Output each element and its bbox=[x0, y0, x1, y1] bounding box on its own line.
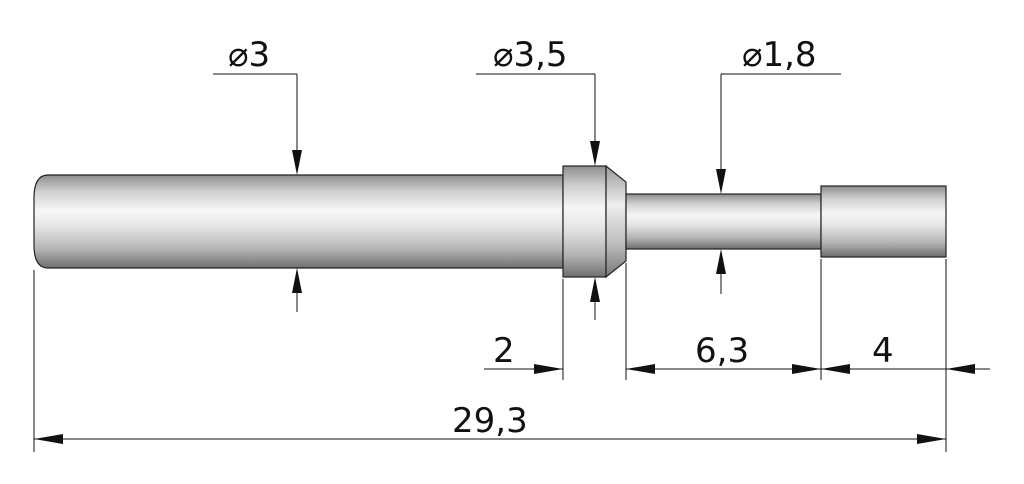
dimension-diameter-collar: ⌀3,5 bbox=[476, 35, 600, 320]
main-shaft bbox=[33, 174, 564, 269]
dimension-diameter-neck: ⌀1,8 bbox=[716, 35, 841, 294]
dimension-length-end: 4 bbox=[821, 331, 990, 374]
diameter-neck-label: ⌀1,8 bbox=[742, 35, 817, 75]
dimension-length-overall: 29,3 bbox=[34, 401, 946, 444]
end-section bbox=[820, 185, 947, 258]
diameter-collar-label: ⌀3,5 bbox=[493, 35, 568, 75]
dimension-length-collar: 2 bbox=[484, 331, 655, 374]
dimension-diameter-main: ⌀3 bbox=[213, 35, 302, 312]
length-overall-label: 29,3 bbox=[452, 401, 528, 441]
collar bbox=[562, 165, 607, 278]
neck bbox=[625, 193, 822, 250]
diameter-main-label: ⌀3 bbox=[228, 35, 270, 75]
length-end-label: 4 bbox=[872, 331, 894, 371]
length-collar-label: 2 bbox=[493, 331, 515, 371]
collar-chamfer bbox=[605, 164, 627, 279]
pin-part bbox=[33, 164, 947, 279]
extension-lines bbox=[33, 259, 947, 452]
length-neck-label: 6,3 bbox=[695, 331, 749, 371]
dimension-length-neck: 6,3 bbox=[626, 331, 821, 374]
